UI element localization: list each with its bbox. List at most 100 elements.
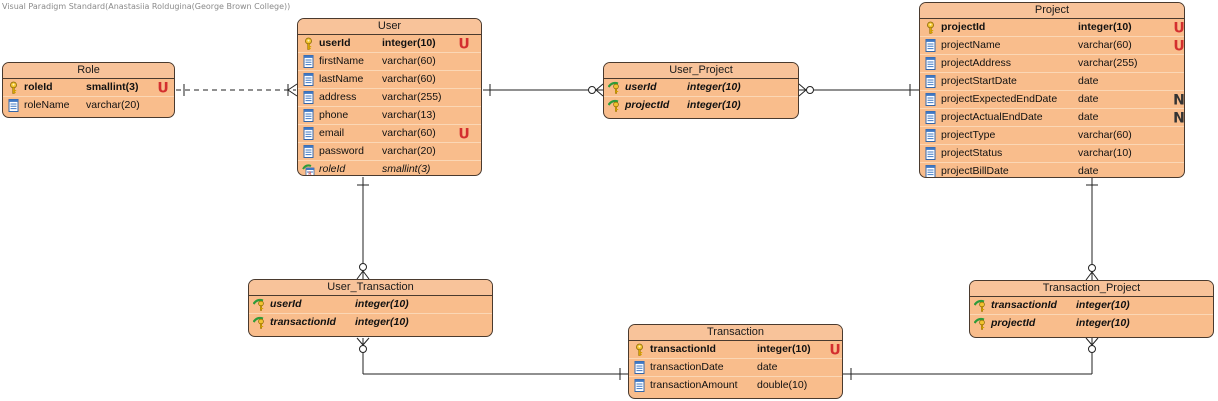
- unique-constraint-icon: U: [829, 343, 841, 359]
- crow-foot-marker: [362, 270, 370, 280]
- svg-text:U: U: [458, 37, 469, 50]
- column-name: firstName: [319, 55, 364, 67]
- crow-foot-marker: [362, 337, 370, 346]
- column-row[interactable]: phone varchar(13): [298, 106, 481, 124]
- column-name: roleId: [24, 81, 53, 93]
- column-type: integer(10): [355, 316, 409, 328]
- column-type: integer(10): [1078, 21, 1132, 33]
- column-icon: [302, 55, 315, 68]
- watermark: Visual Paradigm Standard(Anastasiia Rold…: [2, 2, 291, 11]
- column-type: date: [1078, 165, 1099, 177]
- column-icon: [924, 39, 937, 52]
- column-name: phone: [319, 109, 349, 121]
- crow-foot-marker: [356, 270, 364, 280]
- column-name: userId: [625, 81, 657, 93]
- column-name: projectType: [941, 129, 996, 141]
- column-name: address: [319, 91, 357, 103]
- zero-marker: [806, 86, 814, 94]
- column-name: userId: [319, 37, 351, 49]
- foreign-key-icon: R: [302, 163, 315, 176]
- svg-text:N: N: [1173, 93, 1185, 106]
- crow-foot-marker: [287, 83, 298, 91]
- column-type: date: [1078, 75, 1099, 87]
- column-row[interactable]: projectType varchar(60): [920, 126, 1184, 144]
- svg-text:R: R: [308, 172, 312, 176]
- entity-title: Project: [920, 3, 1184, 19]
- column-name: userId: [270, 298, 302, 310]
- column-type: varchar(20): [382, 145, 436, 157]
- column-name: projectStartDate: [941, 75, 1017, 87]
- column-icon: [302, 127, 315, 140]
- crow-foot-marker: [1085, 337, 1093, 346]
- nullable-constraint-icon: N: [1173, 111, 1184, 127]
- entity-title: Transaction_Project: [970, 281, 1213, 297]
- column-name: transactionId: [991, 299, 1057, 311]
- entity-title: User_Transaction: [249, 280, 492, 296]
- primary-foreign-key-icon: [973, 317, 987, 330]
- entity-title: Role: [3, 63, 174, 79]
- column-type: integer(10): [355, 298, 409, 310]
- crow-foot-marker: [1085, 271, 1093, 281]
- column-row[interactable]: userId integer(10): [249, 296, 492, 313]
- column-icon: [924, 147, 937, 160]
- column-row[interactable]: projectStatus varchar(10): [920, 144, 1184, 162]
- column-name: roleName: [24, 99, 70, 111]
- unique-constraint-icon: U: [1173, 39, 1184, 55]
- entity-title: User_Project: [604, 63, 798, 79]
- column-type: smallint(3): [382, 163, 431, 175]
- column-type: varchar(10): [1078, 147, 1132, 159]
- unique-constraint-icon: U: [458, 37, 470, 53]
- column-type: varchar(60): [382, 73, 436, 85]
- primary-foreign-key-icon: [252, 316, 266, 329]
- column-icon: [924, 111, 937, 124]
- column-type: varchar(13): [382, 109, 436, 121]
- column-type: date: [757, 361, 778, 373]
- column-name: projectId: [941, 21, 986, 33]
- column-name: projectAddress: [941, 57, 1012, 69]
- crow-foot-marker: [595, 83, 604, 91]
- crow-foot-marker: [356, 337, 364, 346]
- svg-text:U: U: [1173, 21, 1184, 34]
- column-name: projectBillDate: [941, 165, 1009, 177]
- column-row[interactable]: projectStartDate date: [920, 72, 1184, 90]
- primary-key-icon: [633, 343, 646, 356]
- zero-marker: [1088, 345, 1096, 353]
- column-row[interactable]: projectId integer(10) U: [920, 19, 1184, 37]
- column-name: transactionId: [650, 343, 716, 355]
- column-row[interactable]: projectBillDate date: [920, 162, 1184, 177]
- crow-foot-marker: [798, 89, 807, 97]
- column-icon: [633, 361, 646, 374]
- column-icon: [924, 165, 937, 177]
- column-row[interactable]: transactionId integer(10): [249, 313, 492, 331]
- column-type: varchar(60): [1078, 129, 1132, 141]
- column-name: transactionId: [270, 316, 336, 328]
- column-name: projectStatus: [941, 147, 1003, 159]
